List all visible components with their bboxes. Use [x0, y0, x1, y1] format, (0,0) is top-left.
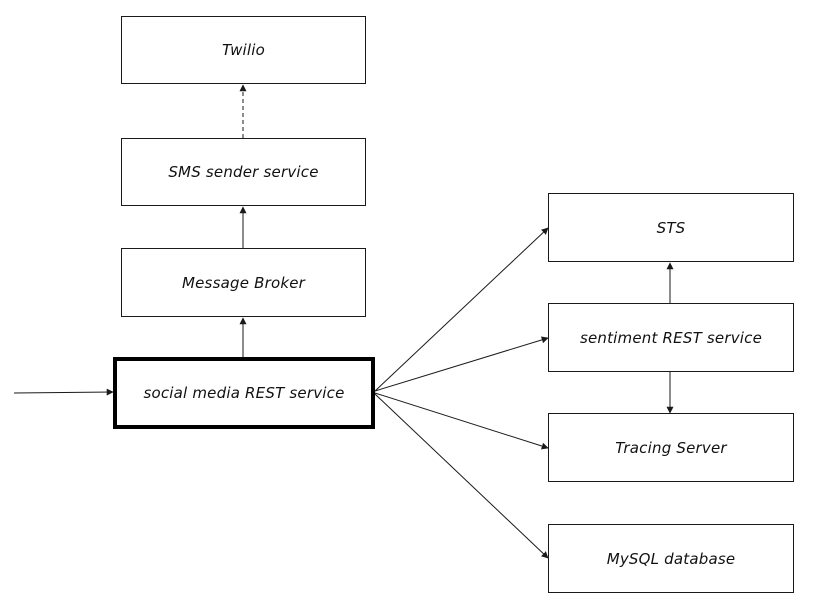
- node-twilio: Twilio: [121, 16, 366, 84]
- node-tracing-server-label: Tracing Server: [615, 438, 727, 457]
- node-social-media-rest-service-label: social media REST service: [143, 384, 345, 402]
- node-sms-sender-service-label: SMS sender service: [168, 163, 319, 181]
- node-twilio-label: Twilio: [221, 41, 266, 59]
- node-social-media-rest-service: social media REST service: [113, 357, 375, 429]
- node-tracing-server: Tracing Server: [548, 413, 794, 482]
- node-message-broker: Message Broker: [121, 248, 366, 317]
- edge-social-media-to-sentiment: [374, 336, 549, 392]
- node-sms-sender-service: SMS sender service: [121, 138, 366, 206]
- node-sts: STS: [548, 193, 794, 262]
- node-sentiment-rest-service: sentiment REST service: [548, 303, 794, 372]
- node-mysql-database: MySQL database: [548, 524, 794, 593]
- node-sts-label: STS: [656, 218, 686, 237]
- node-sentiment-rest-service-label: sentiment REST service: [579, 328, 763, 347]
- edge-social-media-to-mysql: [374, 393, 549, 559]
- node-message-broker-label: Message Broker: [181, 273, 306, 292]
- edge-social-media-to-tracing: [374, 392, 549, 450]
- node-mysql-database-label: MySQL database: [606, 549, 736, 568]
- edge-social-media-to-sts: [374, 227, 549, 392]
- edge-client-to-social-media: [13, 388, 114, 396]
